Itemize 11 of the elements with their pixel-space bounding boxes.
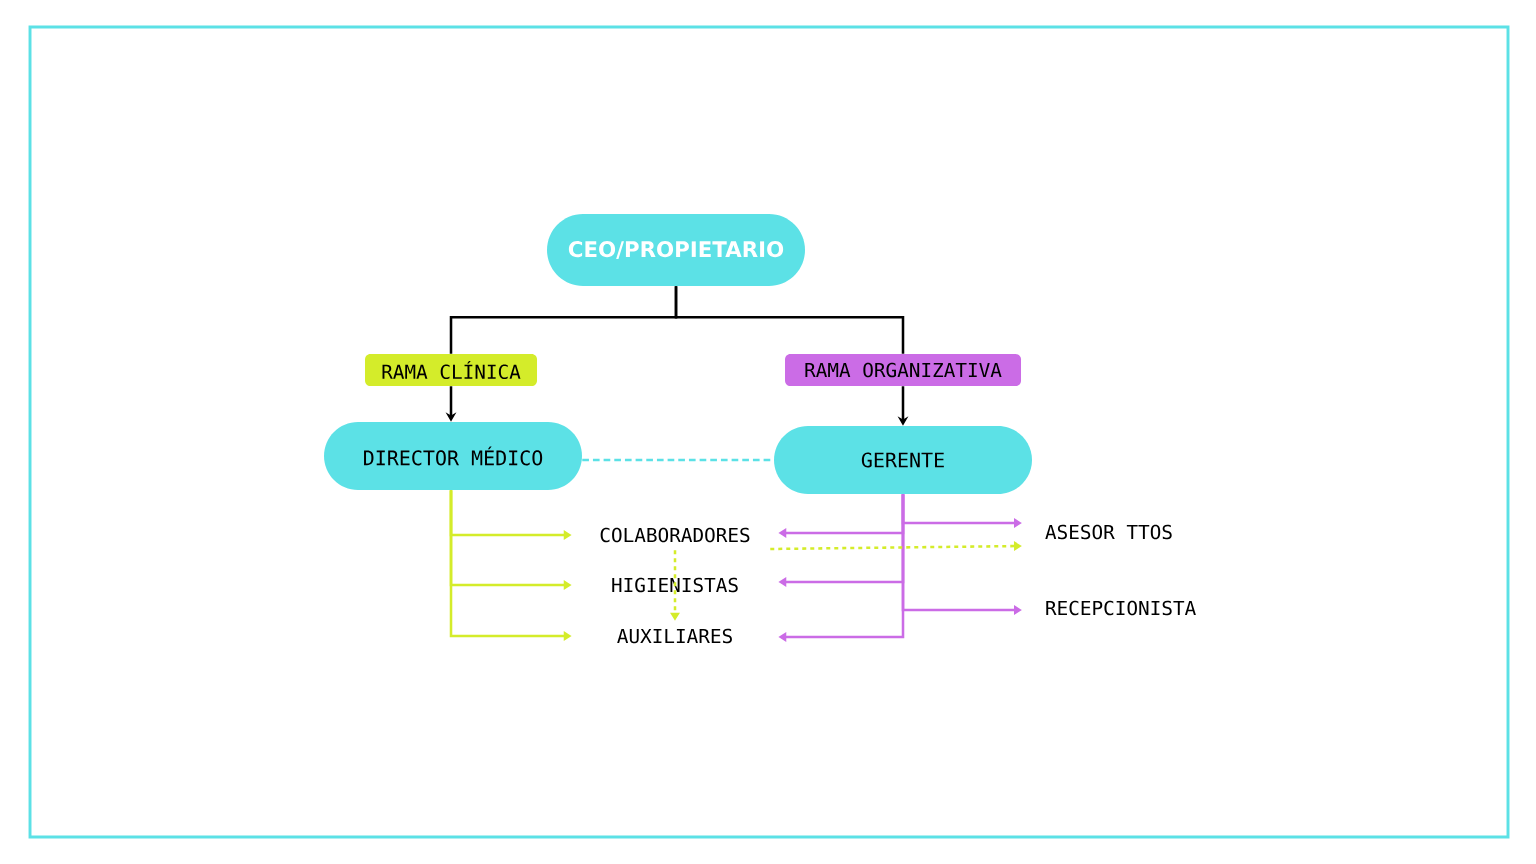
connector-line — [674, 286, 905, 354]
role-label: ASESOR TTOS — [1045, 524, 1172, 540]
role-label: AUXILIARES — [617, 628, 732, 644]
branch-label: RAMA ORGANIZATIVA — [785, 354, 1021, 386]
role-box: CEO/PROPIETARIO — [547, 214, 805, 286]
role-label: HIGIENISTAS — [612, 577, 738, 593]
role-label: COLABORADORES — [600, 527, 750, 543]
branch-label: RAMA CLÍNICA — [365, 354, 537, 386]
role-label: RECEPCIONISTA — [1046, 600, 1196, 616]
role-box: DIRECTOR MÉDICO — [324, 422, 582, 490]
role-box: GERENTE — [774, 426, 1032, 494]
